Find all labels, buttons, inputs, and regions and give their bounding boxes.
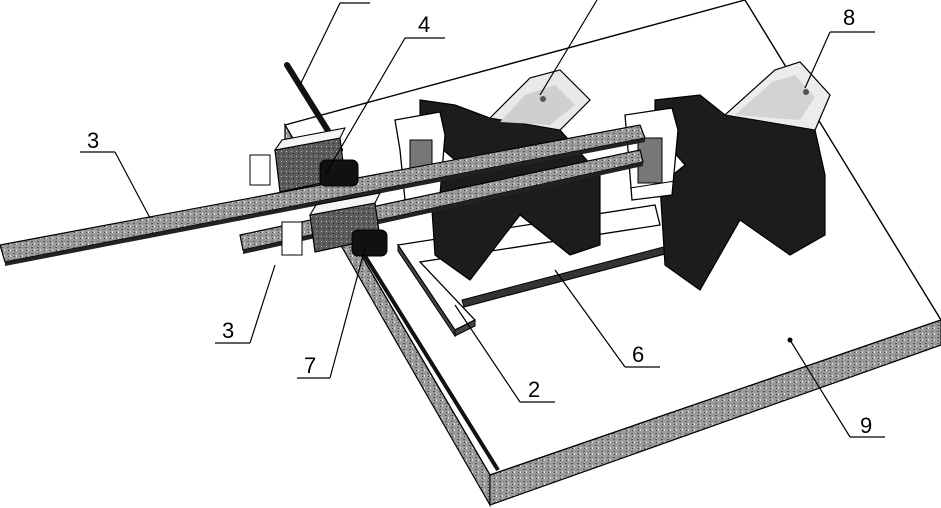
label-4: 4 (418, 12, 430, 37)
slider-block-lower (281, 192, 388, 257)
scale-bar-upper (0, 124, 646, 266)
callout-labels: 8 4 3 3 7 6 2 9 (87, 5, 872, 438)
label-7: 7 (304, 353, 316, 378)
label-8: 8 (843, 5, 855, 30)
label-6: 6 (632, 342, 644, 367)
label-3-top: 3 (87, 128, 99, 153)
x-block-left (419, 69, 601, 281)
label-9: 9 (860, 413, 872, 438)
label-2: 2 (528, 377, 540, 402)
label-3-bottom: 3 (222, 318, 234, 343)
guide-rail (353, 238, 500, 472)
leader-lines (80, 0, 885, 438)
x-block-right (654, 61, 831, 291)
